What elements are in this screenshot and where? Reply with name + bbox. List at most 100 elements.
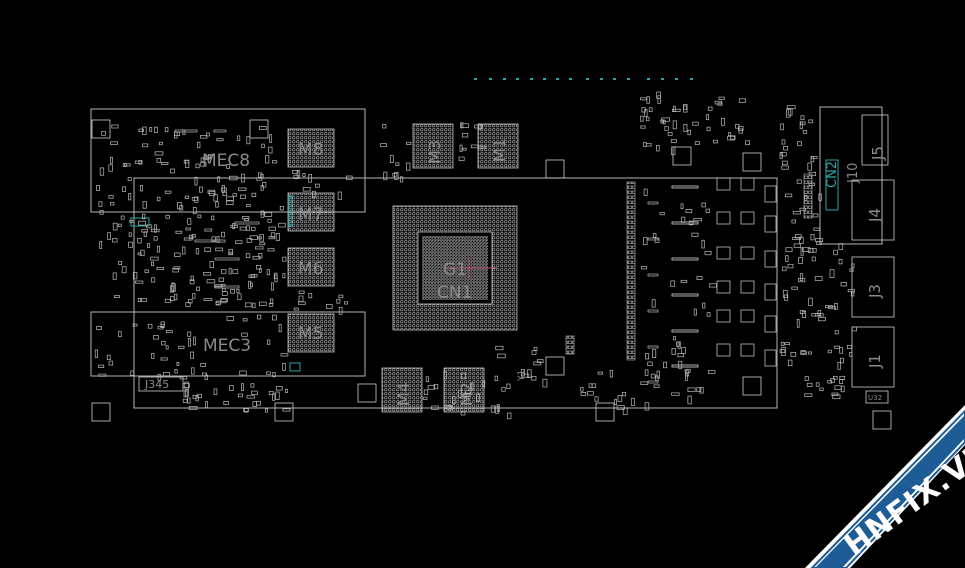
smd-component — [728, 132, 732, 137]
smd-component — [142, 126, 147, 135]
smd-component — [422, 396, 428, 400]
smd-component — [246, 136, 251, 145]
smd-component — [745, 140, 750, 145]
smd-component — [221, 231, 225, 238]
smd-component — [154, 126, 158, 134]
smd-component — [257, 314, 262, 320]
smd-component — [630, 398, 635, 406]
smd-component — [692, 121, 699, 126]
smd-component — [808, 171, 817, 177]
smd-component — [160, 357, 168, 361]
smd-component — [179, 376, 188, 380]
smd-component — [851, 326, 857, 332]
smd-component — [652, 349, 657, 358]
smd-component — [793, 243, 801, 248]
smd-component — [246, 395, 255, 399]
smd-component — [781, 347, 787, 356]
y1-label: Y1 — [517, 370, 527, 382]
smd-component — [656, 91, 661, 99]
smd-component — [216, 236, 220, 243]
smd-component — [267, 218, 272, 223]
smd-component — [684, 368, 691, 373]
smd-component — [785, 247, 793, 253]
smd-component — [230, 224, 238, 228]
smd-component — [738, 128, 743, 134]
smd-component — [460, 122, 464, 129]
smd-component — [609, 369, 613, 378]
smd-component — [232, 193, 238, 197]
smd-component — [178, 345, 185, 349]
smd-component — [833, 249, 838, 256]
smd-component — [458, 156, 465, 161]
smd-component — [174, 252, 181, 257]
smd-component — [165, 345, 169, 350]
smd-component — [237, 293, 242, 301]
smd-component — [808, 182, 816, 186]
smd-component — [232, 223, 236, 230]
smd-component — [130, 370, 135, 376]
smd-component — [241, 332, 248, 337]
smd-component — [216, 138, 224, 142]
smd-component — [721, 117, 725, 126]
smd-component — [200, 162, 207, 167]
smd-component — [718, 96, 725, 100]
m2-label: M2 — [457, 382, 476, 406]
smd-component — [134, 160, 142, 164]
smd-component — [730, 135, 736, 140]
smd-component — [243, 408, 249, 412]
smd-component — [452, 396, 456, 405]
smd-component — [143, 231, 147, 237]
smd-component — [138, 128, 144, 132]
smd-component — [222, 287, 226, 292]
power-stage-pads — [716, 177, 777, 367]
smd-component — [112, 238, 118, 243]
smd-component — [683, 105, 688, 110]
smd-component — [795, 234, 802, 239]
inductor-strip — [214, 257, 240, 261]
smd-component — [188, 406, 198, 410]
smd-component — [406, 162, 411, 171]
cn2-label: CN2 — [825, 161, 840, 188]
m7-label: M7 — [298, 205, 323, 225]
smd-component — [298, 290, 305, 294]
smd-component — [207, 189, 216, 194]
smd-component — [779, 349, 786, 354]
m1-label: M1 — [490, 138, 509, 162]
smd-component — [537, 359, 544, 363]
smd-component — [444, 404, 452, 409]
inductor-strip — [671, 364, 699, 368]
inductor-strip — [174, 129, 198, 133]
smd-component — [107, 232, 111, 240]
smd-component — [285, 388, 288, 393]
smd-component — [226, 316, 235, 321]
smd-component — [272, 314, 277, 321]
smd-component — [671, 146, 676, 156]
smd-component — [256, 177, 263, 181]
smd-component — [129, 219, 134, 223]
smd-component — [98, 364, 105, 368]
smd-component — [507, 412, 512, 420]
smd-component — [663, 361, 668, 369]
m5-label: M5 — [298, 324, 323, 344]
smd-component — [717, 102, 723, 106]
smd-component — [144, 269, 149, 273]
smd-component — [215, 247, 223, 252]
smd-component — [118, 331, 122, 338]
smd-component — [137, 252, 142, 256]
smd-component — [275, 233, 280, 241]
smd-component — [156, 158, 162, 163]
smd-component — [834, 330, 839, 335]
smd-component — [651, 299, 656, 308]
smd-component — [804, 194, 808, 202]
smd-component — [246, 238, 253, 243]
smd-component — [616, 405, 625, 410]
inductor-strip — [194, 239, 226, 243]
smd-component — [834, 385, 842, 391]
smd-component — [154, 151, 164, 156]
m6-label: M6 — [298, 259, 323, 279]
smd-component — [683, 124, 688, 132]
smd-component — [818, 317, 826, 322]
smd-component — [815, 382, 820, 387]
smd-component — [847, 344, 852, 349]
smd-component — [382, 124, 387, 129]
